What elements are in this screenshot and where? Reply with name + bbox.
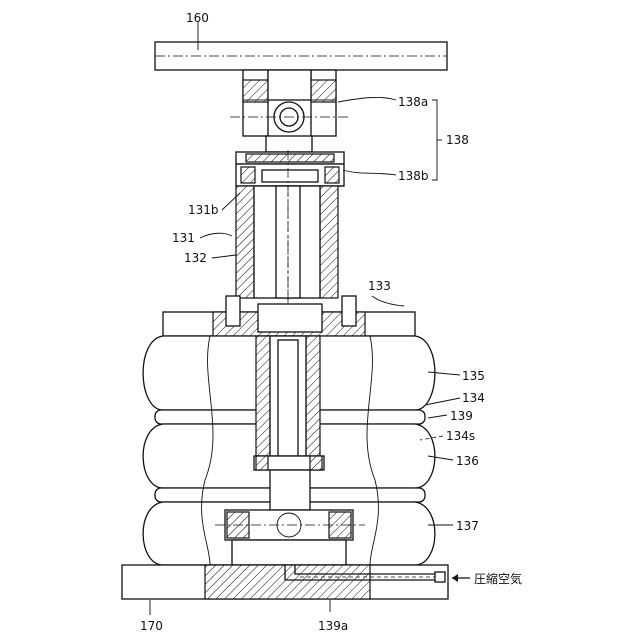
label-134: 134 (462, 391, 485, 405)
label-137: 137 (456, 519, 479, 533)
joint-rod (266, 136, 312, 152)
label-134s: 134s (446, 429, 475, 443)
label-139: 139 (450, 409, 473, 423)
universal-joint-138a (230, 70, 350, 136)
label-133: 133 (368, 279, 391, 293)
label-135: 135 (462, 369, 485, 383)
base-plate-170 (122, 565, 448, 599)
flange-138b (236, 152, 344, 186)
label-131b: 131b (188, 203, 219, 217)
mount-plate-133 (163, 296, 415, 336)
top-plate-160 (155, 42, 447, 70)
lower-joint-block (215, 510, 365, 565)
label-138a: 138a (398, 95, 428, 109)
label-132: 132 (184, 251, 207, 265)
label-160: 160 (186, 11, 209, 25)
label-170: 170 (140, 619, 163, 633)
label-136: 136 (456, 454, 479, 468)
label-138: 138 (446, 133, 469, 147)
label-131: 131 (172, 231, 195, 245)
label-139a: 139a (318, 619, 348, 633)
label-138b: 138b (398, 169, 429, 183)
label-compressed-air: 圧縮空気 (474, 571, 522, 586)
